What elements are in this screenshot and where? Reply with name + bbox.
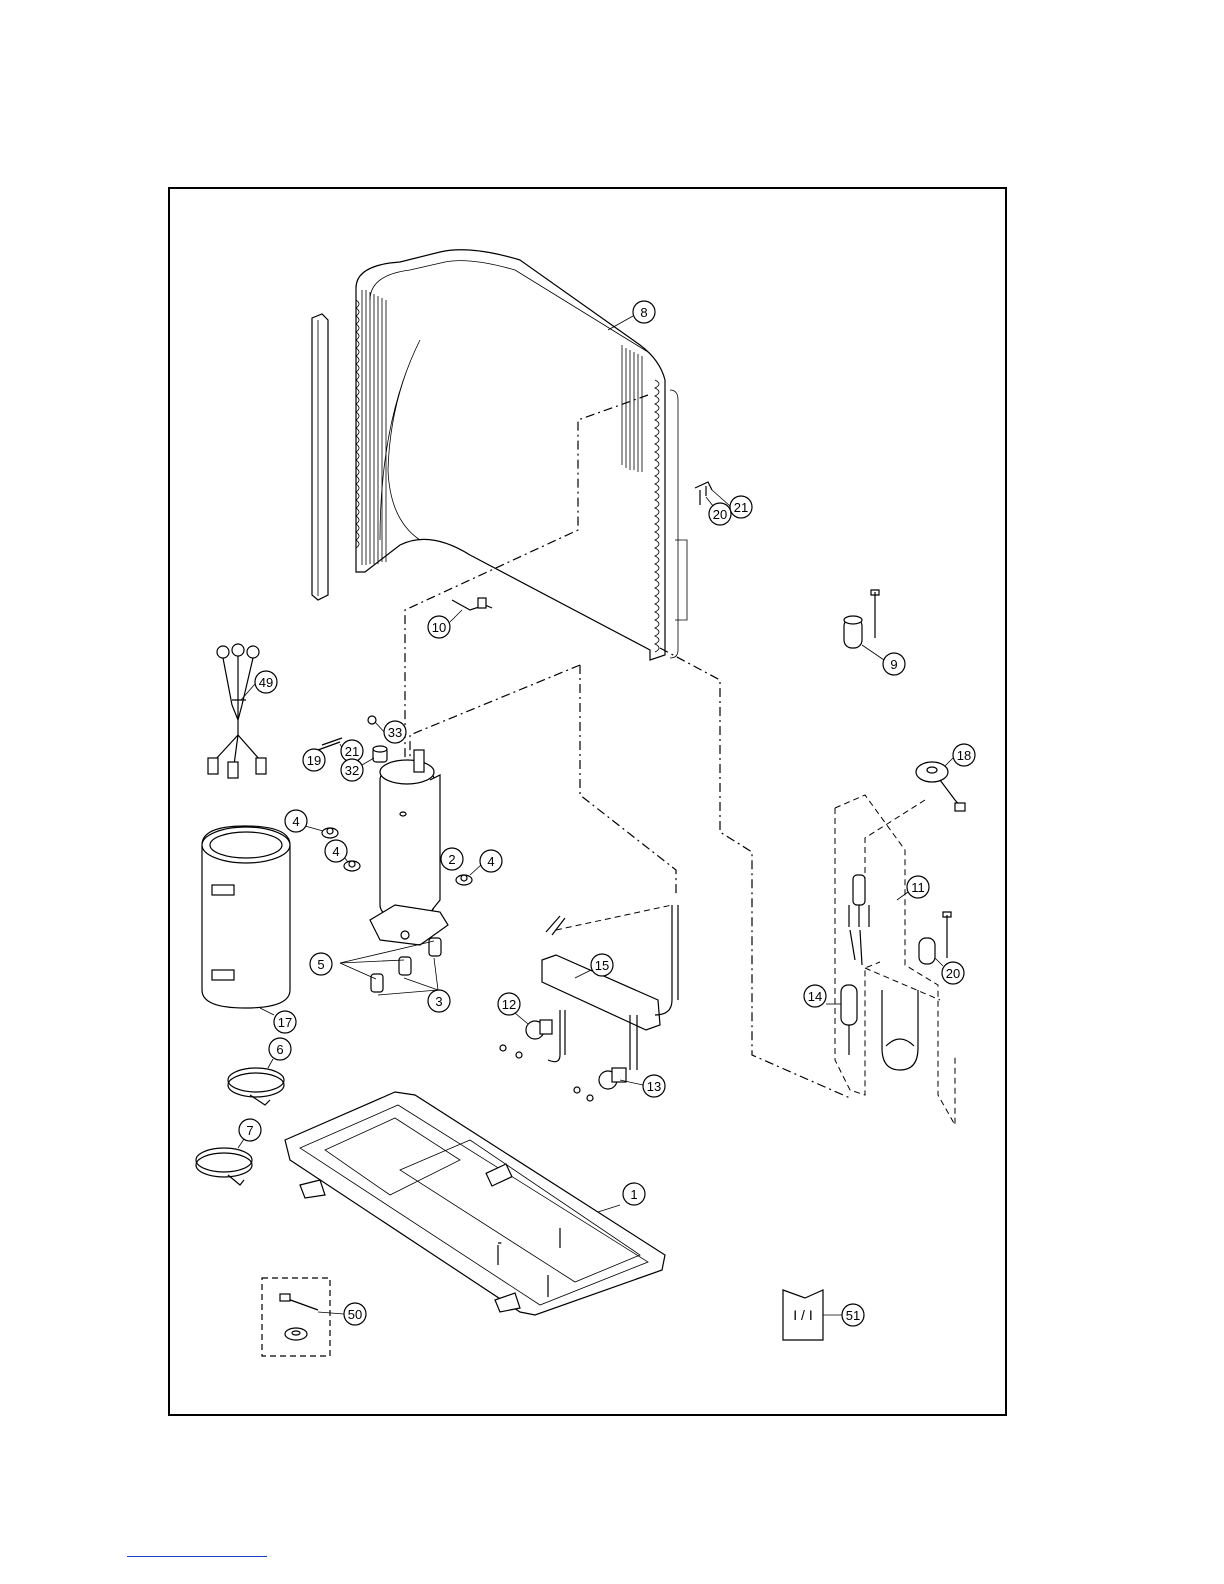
nut-33 (368, 716, 376, 724)
svg-text:13: 13 (647, 1079, 661, 1094)
callout-32: 32 (341, 758, 374, 781)
svg-text:1: 1 (630, 1187, 637, 1202)
side-support-bar (312, 314, 328, 600)
wiring-harness (208, 644, 266, 778)
callout-9: 9 (862, 645, 905, 675)
callout-1: 1 (598, 1183, 645, 1212)
svg-text:20: 20 (713, 507, 727, 522)
callout-10: 10 (428, 610, 462, 638)
svg-text:4: 4 (332, 844, 339, 859)
reactor-18 (916, 762, 965, 811)
sound-jacket (202, 826, 290, 1008)
svg-text:32: 32 (345, 763, 359, 778)
svg-text:2: 2 (448, 852, 455, 867)
svg-text:4: 4 (292, 814, 299, 829)
svg-text:4: 4 (487, 854, 494, 869)
clip-21 (318, 738, 342, 750)
rubber-feet (340, 938, 441, 995)
svg-text:7: 7 (246, 1123, 253, 1138)
grommet-4-a (322, 828, 338, 838)
svg-text:21: 21 (345, 744, 359, 759)
grommet-4-b (344, 861, 360, 871)
band-6 (228, 1068, 284, 1105)
grommet-4-c (456, 875, 472, 885)
svg-text:8: 8 (640, 305, 647, 320)
svg-text:10: 10 (432, 620, 446, 635)
callout-5: 5 (310, 953, 332, 975)
svg-text:14: 14 (808, 989, 822, 1004)
owners-manual: I / I (783, 1290, 823, 1340)
callout-18: 18 (945, 744, 975, 766)
svg-text:6: 6 (276, 1042, 283, 1057)
base-pan (285, 1092, 665, 1315)
accessory-box (262, 1278, 330, 1356)
cap-32 (373, 746, 387, 762)
footer-link-underline[interactable] (127, 1556, 267, 1557)
svg-text:33: 33 (388, 725, 402, 740)
svg-text:20: 20 (946, 966, 960, 981)
callout-4-c: 4 (470, 850, 502, 875)
callout-51: 51 (823, 1304, 864, 1326)
manual-symbol: I / I (793, 1307, 812, 1323)
svg-text:51: 51 (846, 1308, 860, 1323)
svg-text:18: 18 (957, 748, 971, 763)
svg-text:12: 12 (502, 997, 516, 1012)
callout-7: 7 (238, 1119, 261, 1148)
svg-text:49: 49 (259, 675, 273, 690)
svg-text:50: 50 (348, 1307, 362, 1322)
callout-33: 33 (375, 721, 406, 743)
sensor-10 (452, 598, 492, 610)
callout-3: 3 (428, 990, 450, 1012)
callout-50: 50 (318, 1303, 366, 1325)
svg-text:21: 21 (734, 500, 748, 515)
service-valve-13 (574, 1015, 637, 1101)
band-7 (196, 1148, 252, 1185)
callout-4-a: 4 (285, 810, 323, 832)
callout-12: 12 (498, 993, 528, 1024)
callout-4-b: 4 (325, 840, 348, 862)
part-9-sleeve (844, 590, 879, 648)
svg-text:5: 5 (317, 957, 324, 972)
svg-text:9: 9 (890, 657, 897, 672)
callout-2: 2 (440, 848, 463, 872)
svg-text:3: 3 (435, 994, 442, 1009)
svg-text:19: 19 (307, 753, 321, 768)
callout-19: 19 (303, 749, 325, 771)
callout-17: 17 (260, 1008, 296, 1033)
svg-text:15: 15 (595, 958, 609, 973)
callout-20-assembly: 20 (935, 958, 964, 984)
svg-text:11: 11 (911, 880, 925, 895)
compressor (370, 750, 448, 945)
callout-11: 11 (897, 876, 929, 900)
callout-8: 8 (608, 301, 655, 330)
callout-20-coil: 20 (706, 497, 731, 525)
service-valve-12 (500, 1010, 565, 1062)
callout-13: 13 (620, 1075, 665, 1097)
callout-6: 6 (268, 1038, 291, 1068)
svg-text:17: 17 (278, 1015, 292, 1030)
